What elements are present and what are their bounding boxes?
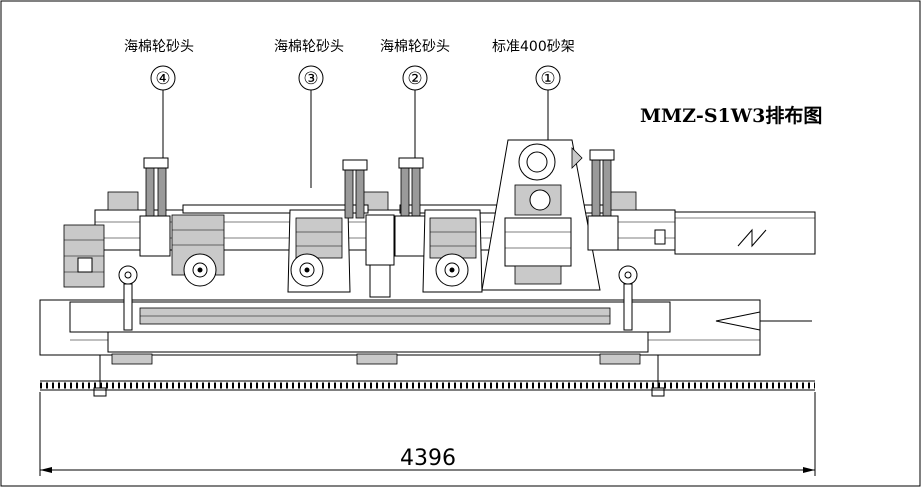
head-label-1: 标准400砂架 ① bbox=[492, 39, 575, 142]
overall-length-dimension: 4396 bbox=[39, 392, 816, 476]
left-support-roller bbox=[118, 265, 138, 331]
svg-text:海棉轮砂头: 海棉轮砂头 bbox=[380, 38, 450, 55]
svg-text:①: ① bbox=[540, 69, 555, 89]
machine-body bbox=[39, 139, 816, 397]
feed-direction-arrow bbox=[715, 311, 812, 331]
svg-text:海棉轮砂头: 海棉轮砂头 bbox=[274, 38, 344, 55]
svg-text:海棉轮砂头: 海棉轮砂头 bbox=[124, 38, 194, 55]
svg-text:④: ④ bbox=[155, 69, 170, 89]
sanding-head-2 bbox=[394, 157, 483, 293]
conveyor-chain bbox=[40, 380, 815, 391]
overall-length-label: 4396 bbox=[400, 446, 456, 471]
sanding-head-4 bbox=[139, 157, 225, 287]
sanding-head-3 bbox=[287, 159, 395, 298]
svg-text:②: ② bbox=[407, 69, 422, 89]
feed-table bbox=[674, 211, 816, 255]
drawing-title: MMZ-S1W3排布图 bbox=[640, 104, 822, 127]
sanding-head-1 bbox=[481, 139, 619, 291]
svg-text:③: ③ bbox=[303, 69, 318, 89]
svg-text:标准400砂架: 标准400砂架 bbox=[492, 39, 575, 55]
head-label-4: 海棉轮砂头 ④ bbox=[124, 38, 194, 198]
head-label-2: 海棉轮砂头 ② bbox=[380, 38, 450, 198]
head-label-3: 海棉轮砂头 ③ bbox=[274, 38, 344, 188]
right-support-roller bbox=[618, 265, 638, 331]
